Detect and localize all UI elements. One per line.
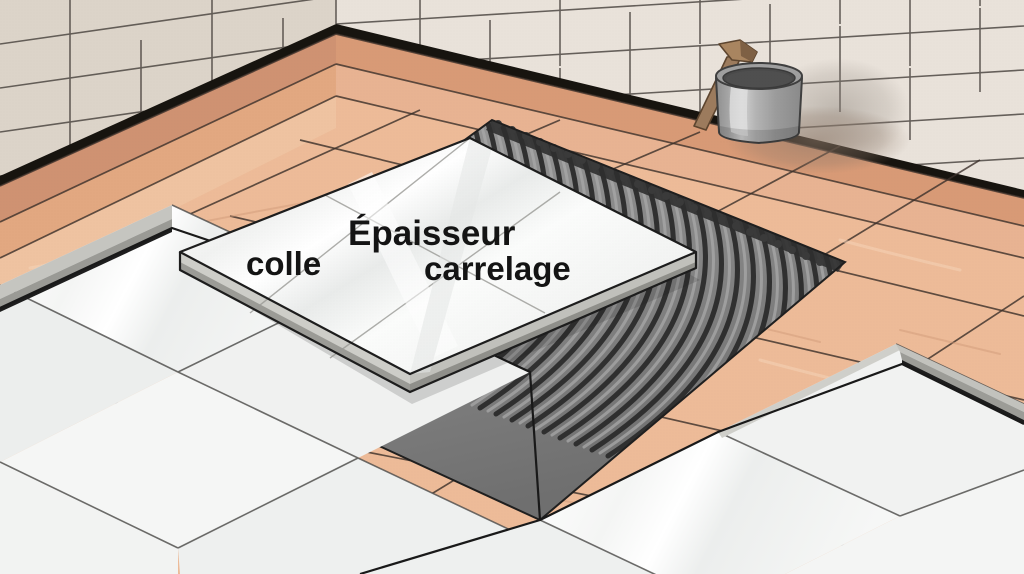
laid-tile bbox=[540, 432, 900, 574]
floating-tile-face-texture bbox=[180, 138, 696, 374]
floating-tile-edge-outline bbox=[178, 252, 698, 394]
laid-tile bbox=[178, 458, 540, 574]
laid-tile-left-block bbox=[0, 204, 541, 574]
wall-texture bbox=[0, 0, 1024, 190]
label-colle: colle bbox=[246, 245, 321, 282]
adhesive-crest bbox=[486, 120, 845, 272]
annotation-labels: Épaisseur colle carrelage bbox=[246, 213, 571, 287]
laid-tile-edge bbox=[900, 352, 1024, 420]
floating-tile-edge-right-dark bbox=[410, 262, 696, 392]
laid-tile bbox=[360, 520, 655, 574]
bucket-group bbox=[693, 39, 804, 145]
label-epaisseur: Épaisseur bbox=[348, 213, 516, 253]
laid-tile bbox=[0, 285, 178, 462]
laid-tile-edge bbox=[896, 344, 1024, 412]
laid-tile bbox=[0, 462, 178, 574]
laid-tile-edge bbox=[0, 205, 172, 299]
floating-tile-group bbox=[178, 136, 700, 404]
laid-tile bbox=[740, 470, 1024, 574]
laid-tiles-group bbox=[0, 204, 1024, 574]
baseboard-shadow bbox=[0, 24, 1024, 200]
bucket-texture bbox=[716, 70, 802, 143]
laid-tile-edge bbox=[0, 219, 172, 308]
trowel-handle-shade bbox=[740, 40, 757, 62]
label-carrelage: carrelage bbox=[424, 250, 571, 287]
floating-tile-edge-left-dark bbox=[180, 262, 410, 392]
laid-tile bbox=[178, 288, 530, 458]
